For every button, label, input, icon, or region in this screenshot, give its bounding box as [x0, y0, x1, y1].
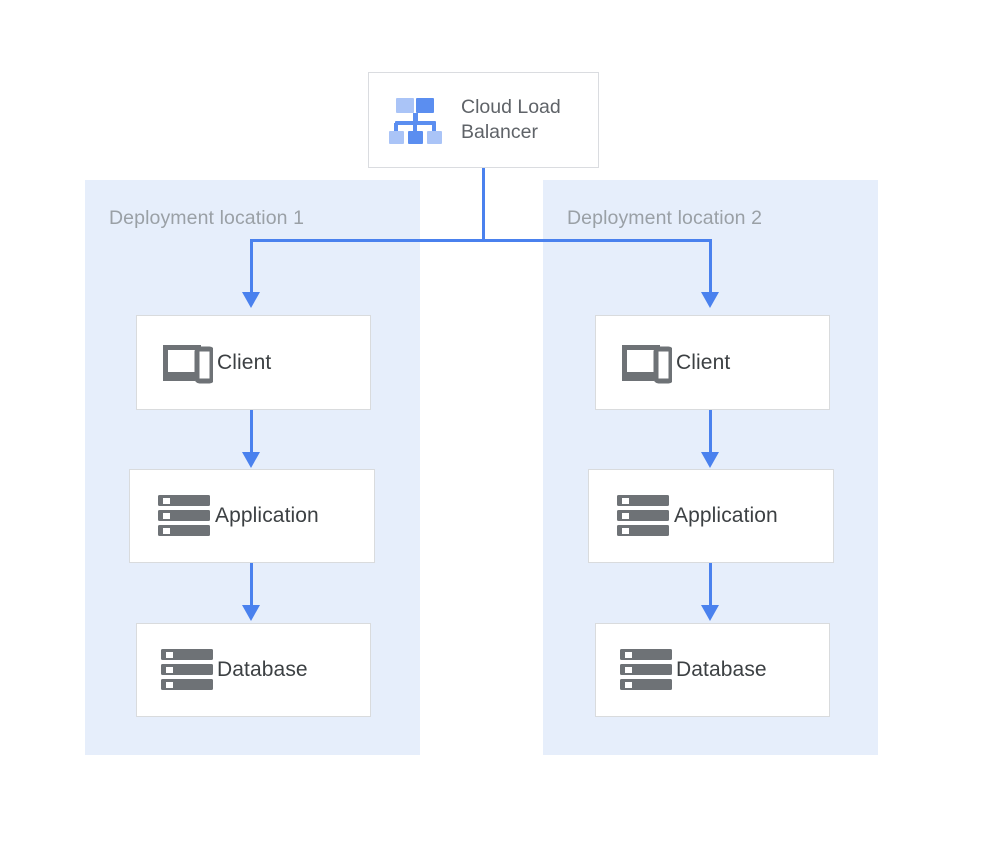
- arrowhead-to-client-2: [701, 292, 719, 308]
- application-label-location-2: Application: [674, 504, 778, 527]
- application-label-location-1: Application: [215, 504, 319, 527]
- arrowhead-to-client-1: [242, 292, 260, 308]
- database-label-location-2: Database: [676, 658, 767, 681]
- cloud-load-balancer-label: Cloud Load Balancer: [461, 96, 561, 143]
- connector-drop-location-1: [250, 239, 253, 294]
- connector-client-to-app-2: [709, 410, 712, 454]
- client-label-location-1: Client: [217, 350, 272, 374]
- application-node-location-2[interactable]: Application: [588, 469, 834, 563]
- arrowhead-to-database-2: [701, 605, 719, 621]
- server-rack-icon: [589, 494, 674, 538]
- devices-icon: [596, 339, 676, 387]
- deployment-location-1-title: Deployment location 1: [109, 207, 305, 229]
- connector-app-to-db-2: [709, 563, 712, 607]
- load-balancer-icon: [369, 92, 461, 148]
- database-node-location-2[interactable]: Database: [595, 623, 830, 717]
- database-label-location-1: Database: [217, 658, 308, 681]
- server-rack-icon: [596, 648, 676, 692]
- client-label-location-2: Client: [676, 350, 731, 374]
- server-rack-icon: [130, 494, 215, 538]
- connector-bus-left: [251, 239, 484, 242]
- arrowhead-to-application-2: [701, 452, 719, 468]
- cloud-load-balancer-node[interactable]: Cloud Load Balancer: [368, 72, 599, 168]
- server-rack-icon: [137, 648, 217, 692]
- client-node-location-1[interactable]: Client: [136, 315, 371, 410]
- arrowhead-to-application-1: [242, 452, 260, 468]
- deployment-location-2-title: Deployment location 2: [567, 207, 763, 229]
- connector-app-to-db-1: [250, 563, 253, 607]
- arrowhead-to-database-1: [242, 605, 260, 621]
- connector-drop-location-2: [709, 239, 712, 294]
- application-node-location-1[interactable]: Application: [129, 469, 375, 563]
- database-node-location-1[interactable]: Database: [136, 623, 371, 717]
- connector-lb-stem: [482, 168, 485, 242]
- connector-client-to-app-1: [250, 410, 253, 454]
- client-node-location-2[interactable]: Client: [595, 315, 830, 410]
- connector-bus-right: [482, 239, 712, 242]
- devices-icon: [137, 339, 217, 387]
